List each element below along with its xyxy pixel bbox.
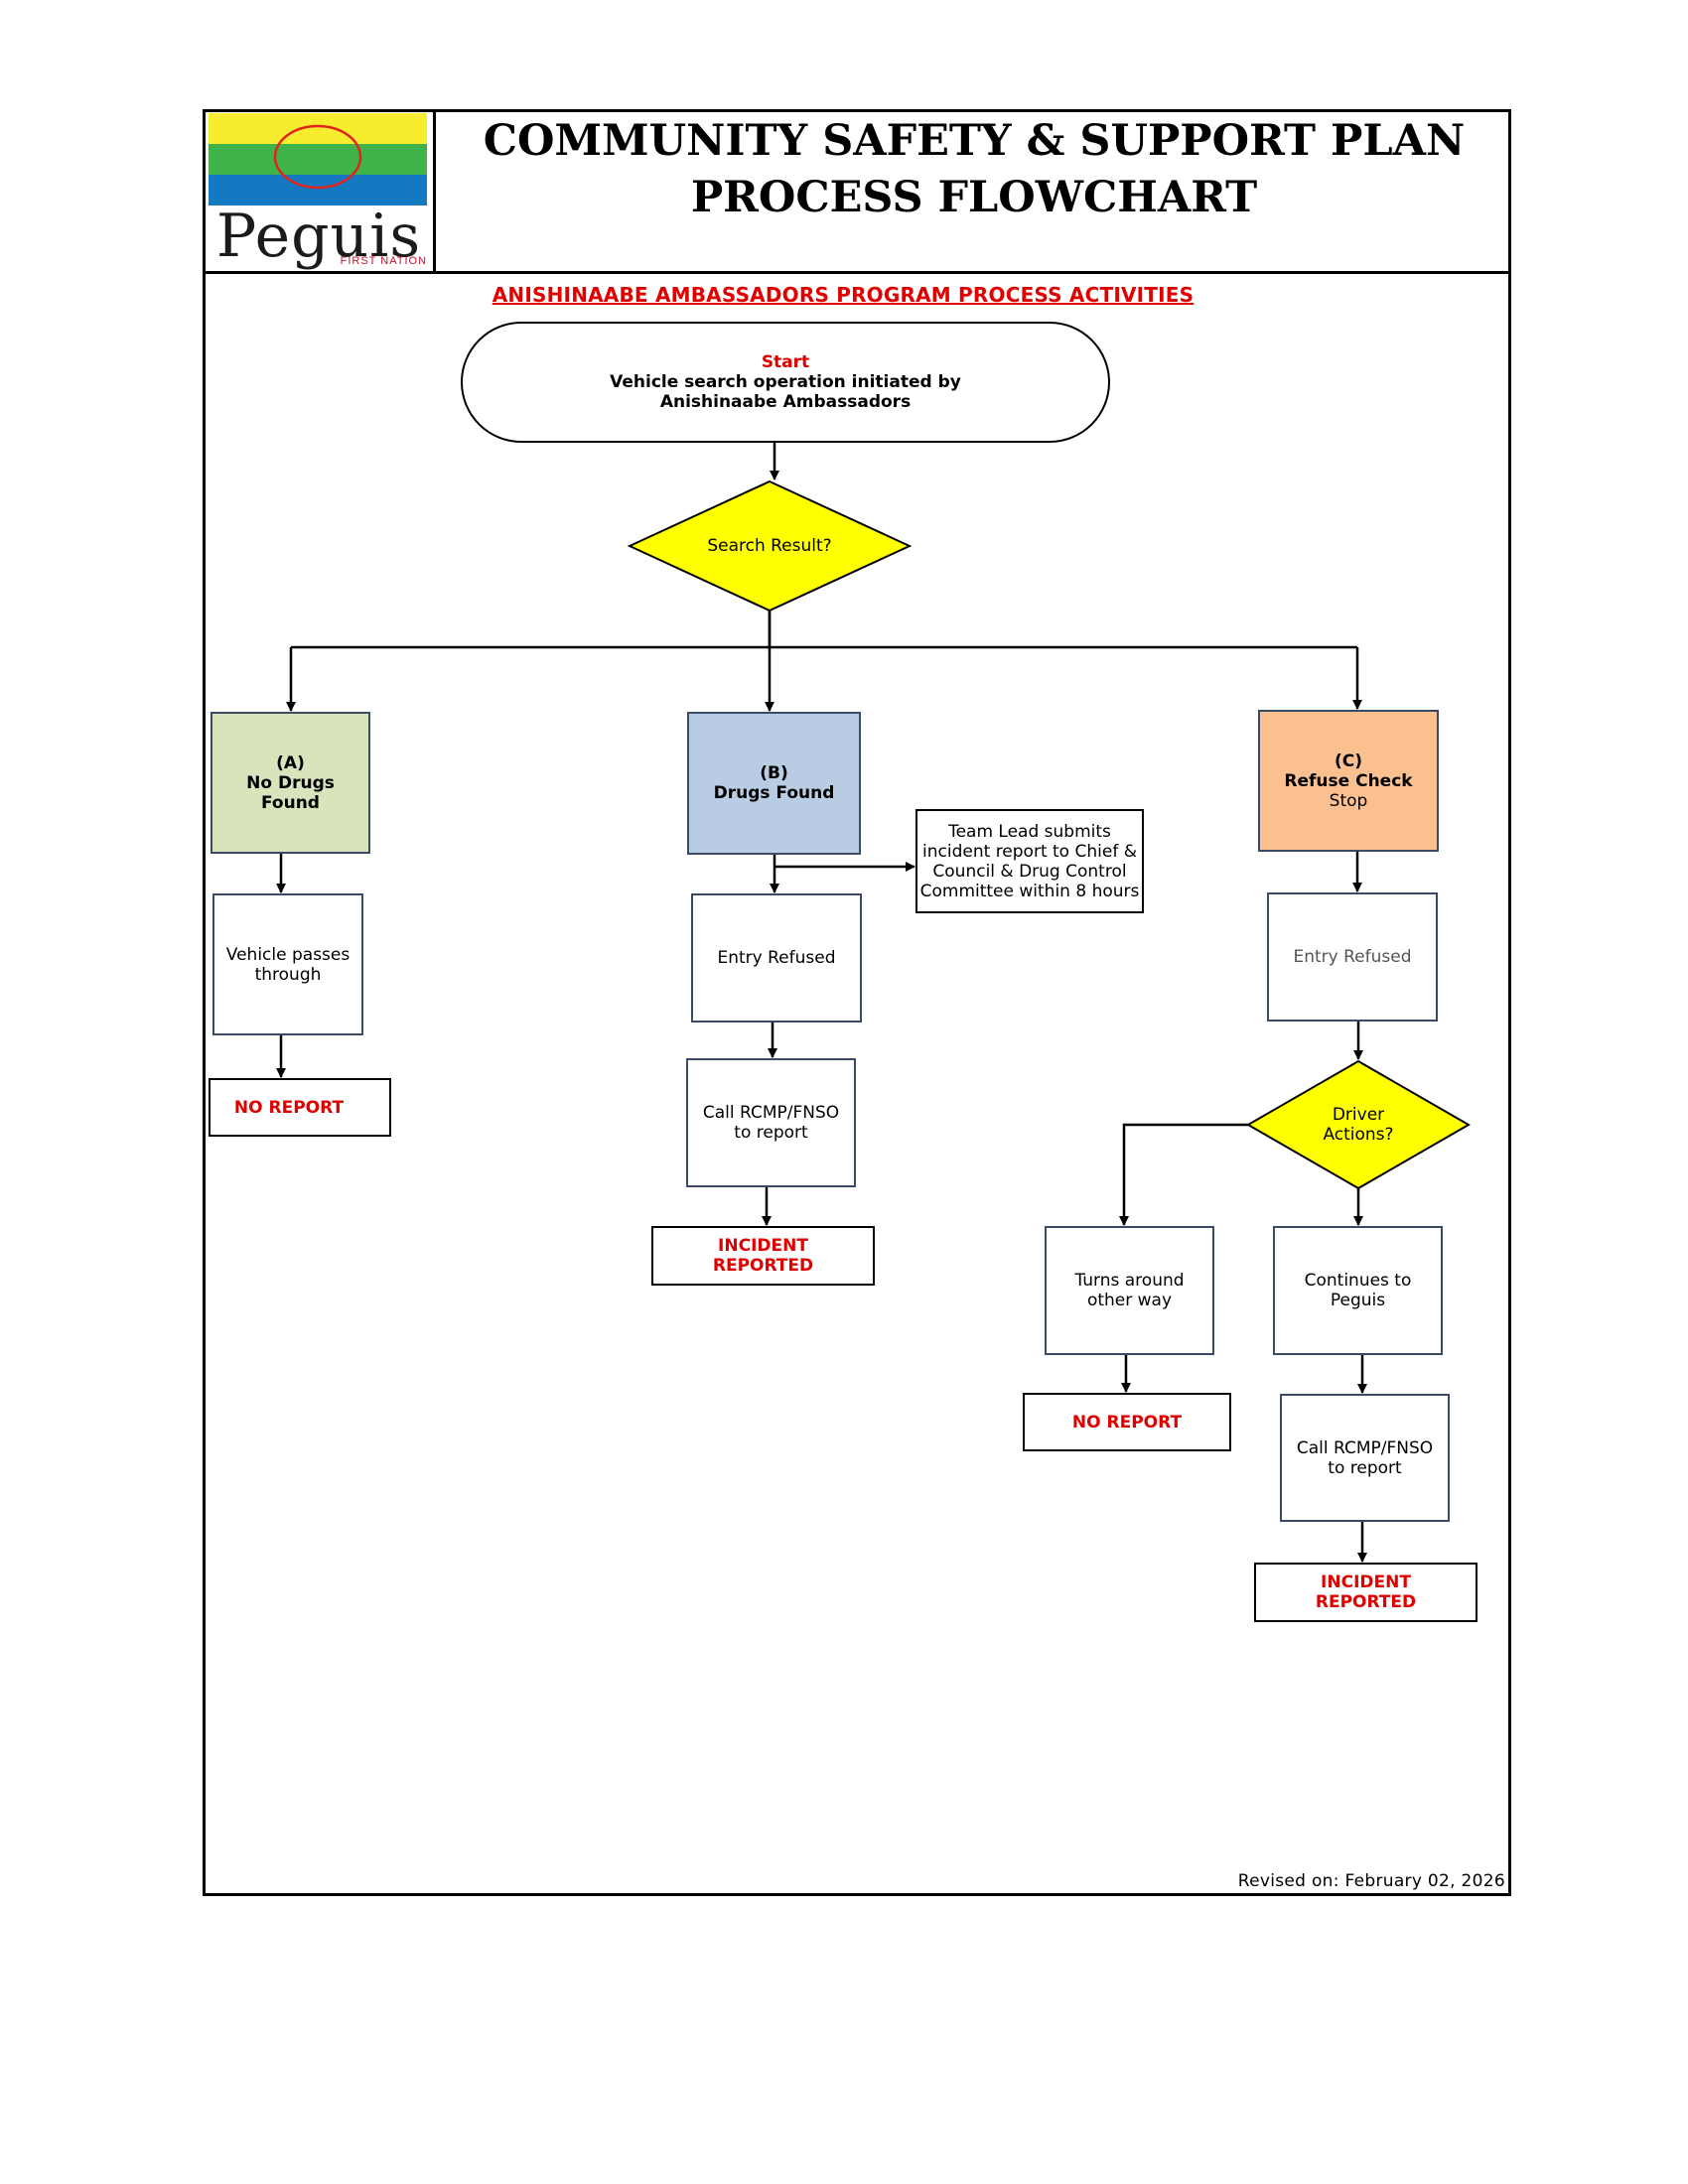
turns-around-line-2: other way — [1086, 1291, 1173, 1310]
continues-box — [1273, 1226, 1443, 1355]
vehicle-passes-box — [212, 893, 363, 1035]
call-rcmp-b-line-1: Call RCMP/FNSO — [702, 1103, 840, 1123]
call-rcmp-c-node: Call RCMP/FNSO to report — [1281, 1395, 1449, 1521]
vehicle-passes-line-2: through — [254, 964, 322, 985]
entry-refused-b-box — [691, 893, 862, 1023]
vehicle-passes-node: Vehicle passes through — [213, 894, 362, 1034]
start-line-2: Anishinaabe Ambassadors — [659, 392, 912, 412]
turns-around-line-1: Turns around — [1074, 1271, 1185, 1291]
continues-node: Continues to Peguis — [1274, 1227, 1442, 1354]
branch-c-node: (C) Refuse Check Stop — [1259, 711, 1438, 851]
peguis-logo: Peguis FIRST NATION — [209, 113, 427, 268]
incident-c-node: INCIDENT REPORTED — [1255, 1564, 1477, 1621]
branch-c-line-1: Refuse Check — [1284, 770, 1413, 791]
team-lead-line-1: Team Lead submits — [948, 821, 1111, 842]
entry-refused-c-node: Entry Refused — [1268, 893, 1437, 1021]
incident-b-box — [651, 1226, 875, 1286]
call-rcmp-c-box — [1280, 1394, 1450, 1522]
incident-b-line-1: INCIDENT — [718, 1236, 808, 1256]
no-report-c-box — [1023, 1393, 1231, 1451]
incident-c-line-1: INCIDENT — [1321, 1572, 1411, 1592]
start-terminator-shape — [461, 322, 1110, 443]
team-lead-node: Team Lead submits incident report to Chi… — [916, 810, 1143, 912]
branch-b-line-1: Drugs Found — [713, 783, 835, 803]
start-line-1: Vehicle search operation initiated by — [610, 372, 961, 392]
start-node: Start Vehicle search operation initiated… — [462, 323, 1109, 442]
continues-line-2: Peguis — [1330, 1291, 1386, 1310]
branch-b-node: (B) Drugs Found — [688, 713, 860, 854]
driver-actions-line-1: Driver — [1332, 1105, 1385, 1125]
no-report-c-node: NO REPORT — [1024, 1394, 1230, 1450]
call-rcmp-b-line-2: to report — [734, 1123, 808, 1143]
header-divider — [203, 271, 1511, 274]
team-lead-line-3: Council & Drug Control — [932, 861, 1127, 882]
logo-divider — [433, 109, 436, 273]
incident-c-line-2: REPORTED — [1315, 1592, 1417, 1612]
branch-c-code: (C) — [1334, 751, 1362, 771]
call-rcmp-b-box — [686, 1058, 856, 1187]
branch-a-line-2: Found — [261, 792, 320, 813]
team-lead-line-2: incident report to Chief & — [922, 841, 1137, 862]
branch-c-box — [1258, 710, 1439, 852]
search-result-label: Search Result? — [707, 536, 832, 556]
branch-c-line-2: Stop — [1329, 790, 1368, 811]
incident-b-node: INCIDENT REPORTED — [652, 1227, 874, 1285]
call-rcmp-b-node: Call RCMP/FNSO to report — [687, 1059, 855, 1186]
no-report-c-label: NO REPORT — [1071, 1412, 1183, 1433]
call-rcmp-c-line-2: to report — [1328, 1457, 1402, 1478]
branch-a-code: (A) — [276, 752, 305, 773]
branch-a-node: (A) No Drugs Found — [211, 713, 369, 853]
call-rcmp-c-line-1: Call RCMP/FNSO — [1296, 1437, 1434, 1458]
search-result-node: Search Result? — [655, 526, 884, 566]
revised-date: Revised on: February 02, 2026 — [1237, 1871, 1505, 1891]
no-report-a-label: NO REPORT — [233, 1097, 345, 1118]
no-report-a-node: NO REPORT — [210, 1079, 368, 1136]
entry-refused-b-label: Entry Refused — [717, 948, 836, 968]
start-label: Start — [761, 352, 810, 372]
title-line-1: COMMUNITY SAFETY & SUPPORT PLAN — [483, 116, 1466, 166]
driver-actions-line-2: Actions? — [1323, 1125, 1394, 1145]
logo-subtext: FIRST NATION — [340, 255, 427, 267]
branch-b-code: (B) — [760, 763, 788, 783]
incident-c-box — [1254, 1563, 1477, 1622]
team-lead-line-4: Committee within 8 hours — [919, 881, 1140, 901]
entry-refused-c-box — [1267, 892, 1438, 1022]
section-heading: ANISHINAABE AMBASSADORS PROGRAM PROCESS … — [492, 283, 1195, 307]
continues-line-1: Continues to — [1304, 1271, 1412, 1291]
turns-around-node: Turns around other way — [1046, 1227, 1213, 1354]
branch-a-line-1: No Drugs — [246, 772, 335, 793]
turns-around-box — [1045, 1226, 1214, 1355]
vehicle-passes-line-1: Vehicle passes — [225, 944, 351, 965]
driver-actions-node: Driver Actions? — [1289, 1103, 1428, 1147]
branch-a-box — [211, 712, 370, 854]
connector-driver-to-turns — [1119, 1123, 1248, 1226]
title-line-2: PROCESS FLOWCHART — [690, 173, 1258, 222]
page-frame — [203, 109, 1511, 1896]
logo-wordmark: Peguis — [215, 202, 422, 271]
no-report-a-box — [209, 1078, 391, 1137]
page-title: COMMUNITY SAFETY & SUPPORT PLAN PROCESS … — [437, 113, 1511, 226]
entry-refused-b-node: Entry Refused — [692, 894, 861, 1022]
incident-b-line-2: REPORTED — [712, 1256, 814, 1276]
entry-refused-c-label: Entry Refused — [1293, 947, 1412, 967]
team-lead-box — [915, 809, 1144, 913]
branch-b-box — [687, 712, 861, 855]
